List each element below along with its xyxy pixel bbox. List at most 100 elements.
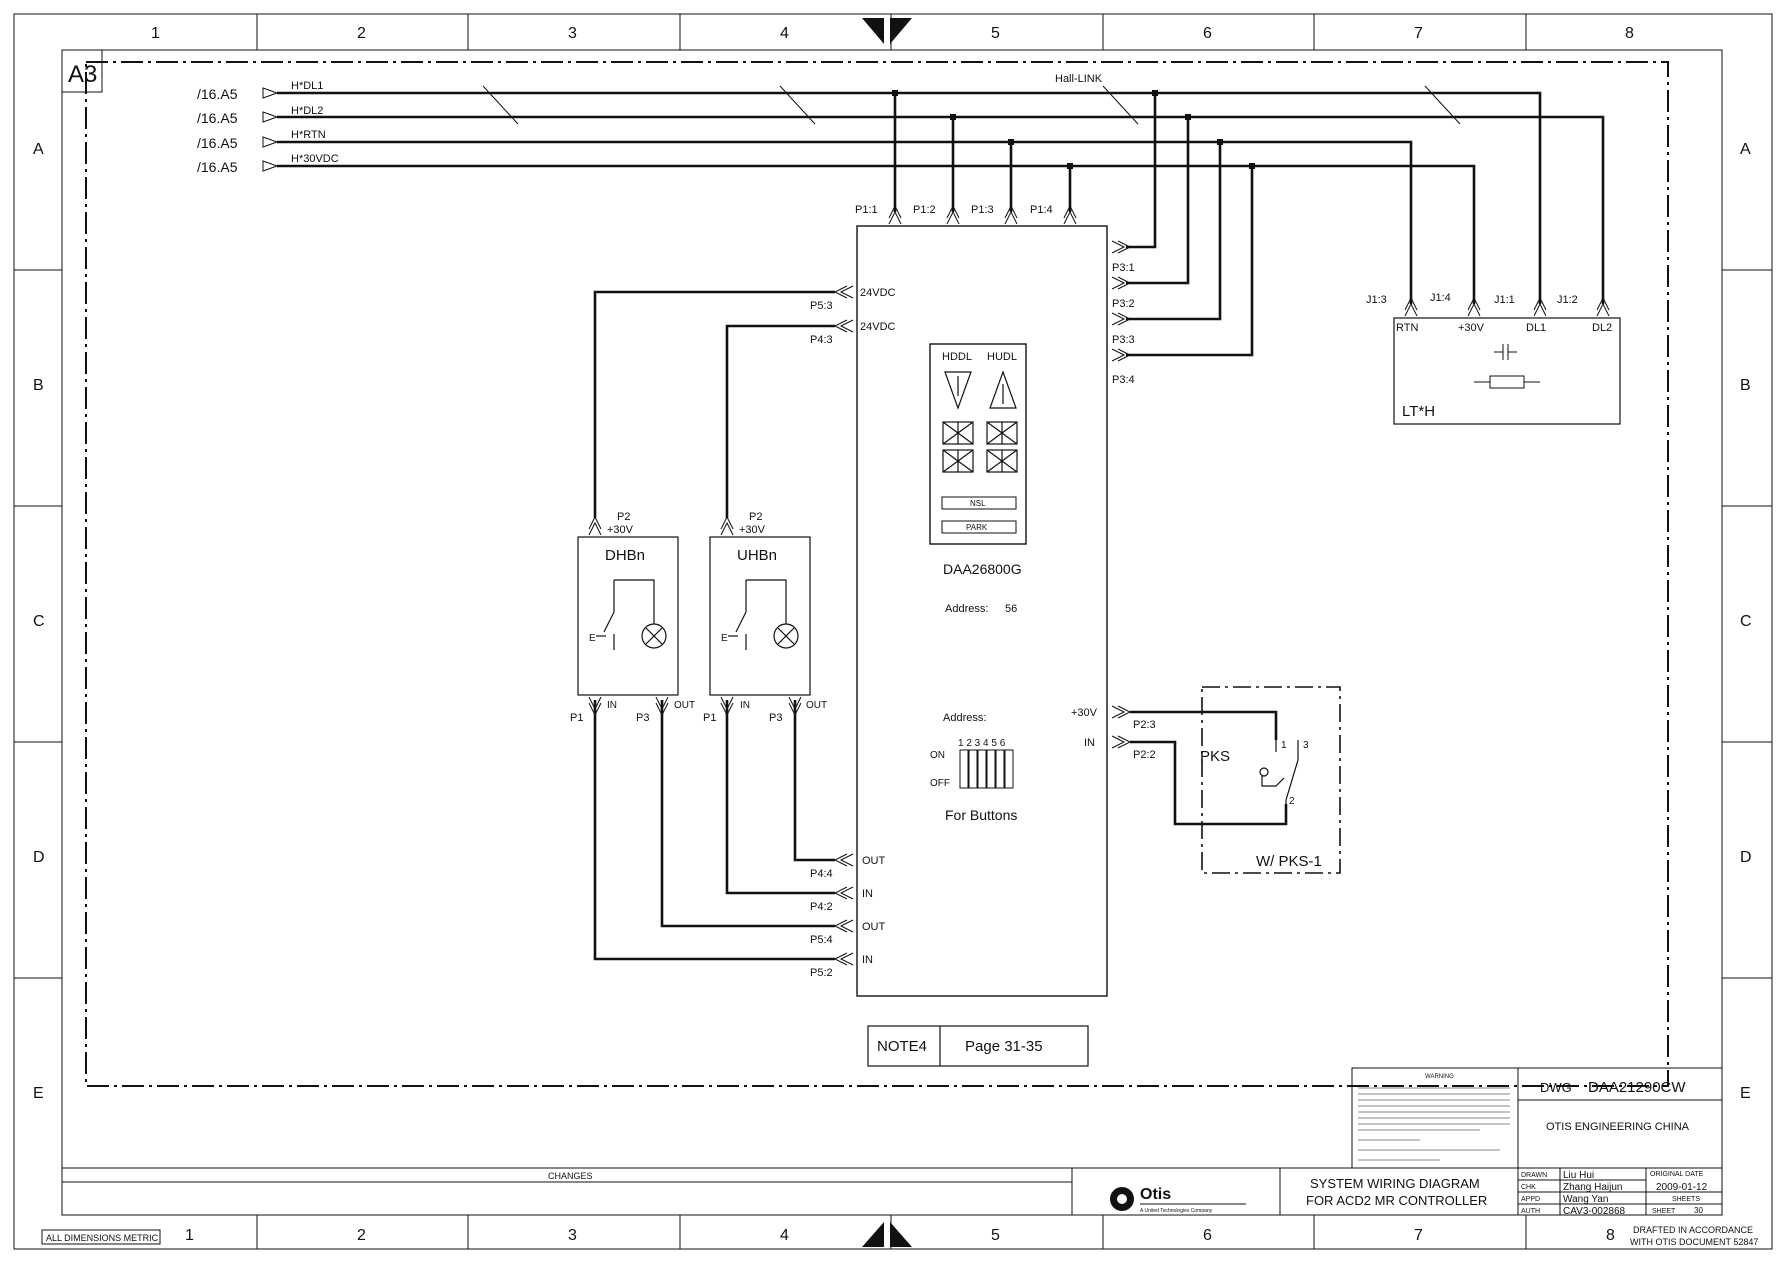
lt-h-device: J1:3 J1:4 J1:1 J1:2 RTN +30V DL1 DL2 LT*… (1366, 292, 1621, 425)
pin-p4-4: P4:4 (810, 868, 833, 880)
pin-p4-2: P4:2 (810, 901, 833, 913)
park-indicator (941, 520, 1017, 534)
vdc-label-p4-3: 24VDC (860, 321, 896, 333)
uhbn-e: E (721, 633, 728, 644)
dhbn-out: OUT (674, 700, 695, 711)
dhbn-name: DHBn (605, 547, 645, 564)
uhbn-switch-symbol (728, 579, 799, 650)
orig-date-value: 2009-01-12 (1656, 1182, 1708, 1193)
chk-value: Zhang Haijun (1563, 1182, 1622, 1193)
col-label-4-bottom: 4 (780, 1227, 789, 1244)
lt-h-name: LT*H (1402, 403, 1435, 420)
signal-dl1: H*DL1 (291, 80, 323, 92)
col-label-1-bottom: 1 (185, 1227, 194, 1244)
row-label-b: B (33, 377, 44, 394)
dhbn-p3: P3 (636, 712, 649, 724)
col-label-6-bottom: 6 (1203, 1227, 1212, 1244)
button-wiring (593, 290, 835, 961)
col-label-1: 1 (151, 25, 160, 42)
title-line-1: SYSTEM WIRING DIAGRAM (1310, 1176, 1480, 1191)
pks-contact-symbol (1259, 740, 1299, 804)
warning-fineprint (1358, 1087, 1510, 1161)
pin-p2-2: P2:2 (1133, 749, 1156, 761)
appd-value: Wang Yan (1563, 1194, 1608, 1205)
pin-p5-2: P5:2 (810, 967, 833, 979)
lt-sig-dl2: DL2 (1592, 322, 1612, 334)
col-label-3-bottom: 3 (568, 1227, 577, 1244)
uhbn-in: IN (740, 700, 750, 711)
title-line-2: FOR ACD2 MR CONTROLLER (1306, 1193, 1487, 1208)
lt-sig-rtn: RTN (1396, 322, 1418, 334)
segment-digits (942, 421, 1018, 473)
hudl-label: HUDL (987, 351, 1017, 363)
col-label-5: 5 (991, 25, 1000, 42)
pin-p3-2: P3:2 (1112, 298, 1135, 310)
row-label-e: E (33, 1085, 44, 1102)
col-label-3: 3 (568, 25, 577, 42)
dhbn-e: E (589, 633, 596, 644)
lt-pin-j1-1: J1:1 (1494, 294, 1515, 306)
lt-pin-j1-4: J1:4 (1430, 292, 1451, 304)
lt-pin-j1-2: J1:2 (1557, 294, 1578, 306)
pin-p4-3: P4:3 (810, 334, 833, 346)
title-block: CHANGES WARNING DWG DAA21290CW OTIS ENGI… (41, 1067, 1758, 1247)
drawing-frame: A3 (13, 13, 1773, 1250)
uhbn-p3: P3 (769, 712, 782, 724)
row-label-a: A (33, 141, 44, 158)
drawn-label: DRAWN (1521, 1172, 1547, 1179)
col-label-2-bottom: 2 (357, 1227, 366, 1244)
row-label-d: D (33, 849, 45, 866)
pin-p5-4: P5:4 (810, 934, 833, 946)
appd-label: APPD (1521, 1196, 1540, 1203)
sheet-label: SHEET (1652, 1208, 1676, 1215)
pin-p1-3: P1:3 (971, 204, 994, 216)
drawn-value: Liu Hui (1563, 1170, 1594, 1181)
hall-link-label: Hall-LINK (1055, 73, 1103, 85)
row-label-b-right: B (1740, 377, 1751, 394)
ref-dl1: /16.A5 (197, 86, 238, 102)
col-label-5-bottom: 5 (991, 1227, 1000, 1244)
ref-30vdc: /16.A5 (197, 159, 238, 175)
hall-link-bus: Hall-LINK /16.A5 /16.A5 /16.A5 /16.A5 H*… (197, 73, 1605, 357)
note-box: NOTE4 Page 31-35 (867, 1025, 1089, 1067)
dhbn-button: P2 +30V DHBn E P1 IN P3 OUT (570, 511, 695, 724)
otis-logo: Otis A United Technologies Company (1110, 1186, 1246, 1214)
dip-off-label: OFF (930, 778, 950, 789)
uhbn-p2: P2 (749, 511, 762, 523)
signal-dl2: H*DL2 (291, 105, 323, 117)
ref-dl2: /16.A5 (197, 110, 238, 126)
sig-p4-2: IN (862, 888, 873, 900)
drafted-note: DRAFTED IN ACCORDANCE (1633, 1225, 1753, 1235)
pin-p3-1: P3:1 (1112, 262, 1135, 274)
note-label: NOTE4 (877, 1038, 927, 1055)
zone-labels: 1 2 3 4 5 6 7 8 1 2 3 4 5 6 7 8 A B C D … (33, 25, 1752, 1244)
lt-pin-j1-3: J1:3 (1366, 294, 1387, 306)
hddl-label: HDDL (942, 351, 972, 363)
chk-label: CHK (1521, 1184, 1536, 1191)
sheet-size: A3 (68, 61, 97, 88)
col-label-7: 7 (1414, 25, 1423, 42)
drafted-note-2: WITH OTIS DOCUMENT 52847 (1630, 1237, 1758, 1247)
dhbn-p2: P2 (617, 511, 630, 523)
dip-address-label: Address: (943, 712, 986, 724)
ref-rtn: /16.A5 (197, 135, 238, 151)
sheet-number: 30 (1694, 1206, 1703, 1215)
orig-date-label: ORIGINAL DATE (1650, 1171, 1704, 1178)
col-label-8-bottom: 8 (1606, 1227, 1615, 1244)
pin-p1-2: P1:2 (913, 204, 936, 216)
vdc-label-p5-3: 24VDC (860, 287, 896, 299)
org-name: OTIS ENGINEERING CHINA (1546, 1121, 1690, 1133)
note-pages: Page 31-35 (965, 1038, 1043, 1055)
dhbn-in: IN (607, 700, 617, 711)
controller-name: DAA26800G (943, 561, 1022, 577)
controller-board: P1:1 P1:2 P1:3 P1:4 P3:1 P3:2 P3:3 P3:4 … (810, 204, 1156, 997)
pin-p3-3: P3:3 (1112, 334, 1135, 346)
signal-30vdc: H*30VDC (291, 153, 339, 165)
col-label-2: 2 (357, 25, 366, 42)
dip-numbers: 1 2 3 4 5 6 (958, 738, 1006, 749)
pks-label: W/ PKS-1 (1256, 853, 1322, 870)
dip-on-label: ON (930, 750, 945, 761)
pin-p1-1: P1:1 (855, 204, 878, 216)
dwg-label: DWG (1540, 1080, 1572, 1095)
